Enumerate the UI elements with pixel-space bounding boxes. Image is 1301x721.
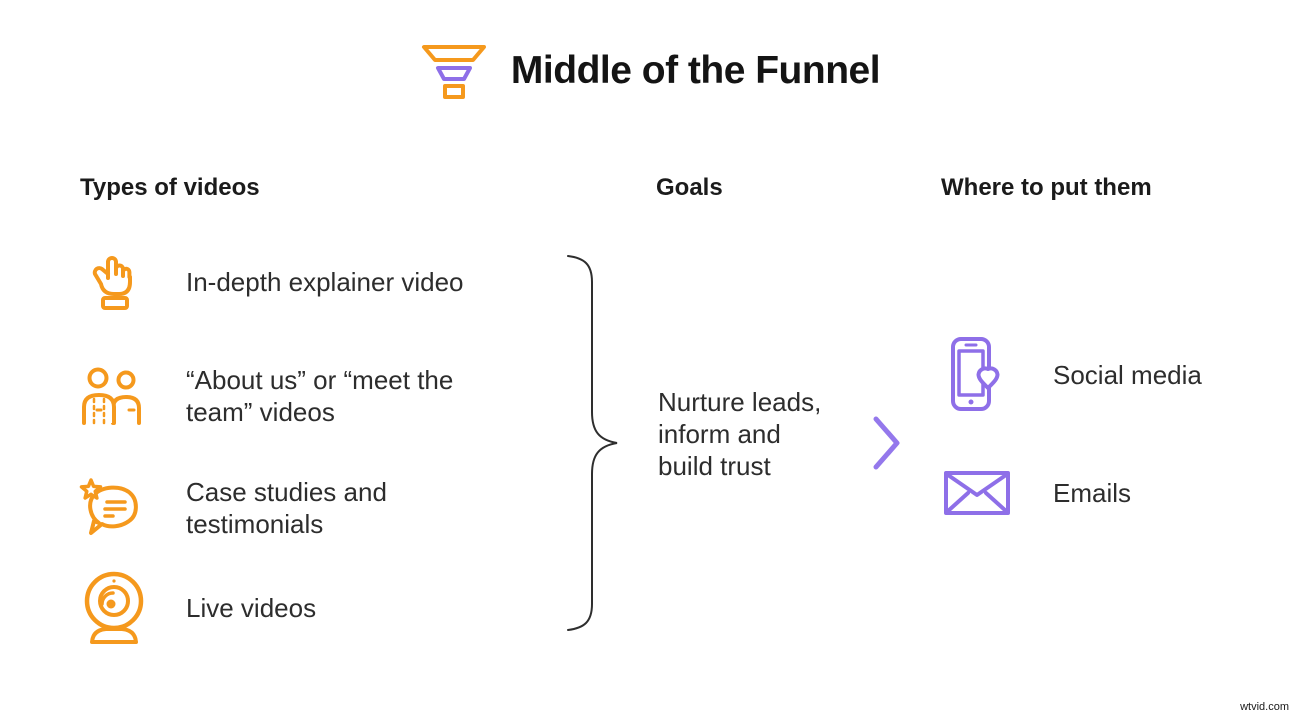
- pointing-hand-icon: [78, 252, 150, 312]
- goals-line: build trust: [658, 451, 771, 481]
- list-item: Case studies and testimonials: [78, 468, 526, 548]
- page-title: Middle of the Funnel: [510, 49, 881, 92]
- goals-text: Nurture leads, inform and build trust: [658, 386, 821, 482]
- goals-line: Nurture leads,: [658, 387, 822, 417]
- webcam-icon: [78, 569, 150, 647]
- goals-line: inform and: [658, 419, 781, 449]
- envelope-icon: [941, 470, 1013, 516]
- list-item: Live videos: [78, 566, 316, 650]
- list-item-label: Social media: [1053, 359, 1202, 390]
- column-header-types-of-videos: Types of videos: [80, 174, 260, 201]
- watermark: wtvid.com: [1240, 701, 1289, 713]
- header: Middle of the Funnel: [0, 42, 1301, 100]
- column-header-goals: Goals: [656, 174, 723, 201]
- list-item: In-depth explainer video: [78, 246, 464, 318]
- chevron-right-icon: [872, 415, 902, 471]
- list-item: Emails: [941, 466, 1131, 520]
- list-item-label: Live videos: [186, 593, 317, 623]
- list-item: Social media: [941, 336, 1202, 414]
- column-header-where-to-put-them: Where to put them: [941, 174, 1152, 201]
- list-item-label: “About us” or “meet the team” videos: [186, 365, 454, 427]
- list-item: “About us” or “meet the team” videos: [78, 356, 526, 436]
- phone-heart-icon: [941, 336, 1013, 414]
- list-item-label: In-depth explainer video: [186, 267, 464, 297]
- funnel-icon: [421, 42, 487, 100]
- team-people-icon: [78, 366, 150, 426]
- curly-brace: [566, 254, 620, 632]
- list-item-label: Case studies and testimonials: [186, 477, 387, 539]
- list-item-label: Emails: [1053, 477, 1132, 508]
- testimonial-chat-icon: [78, 477, 150, 539]
